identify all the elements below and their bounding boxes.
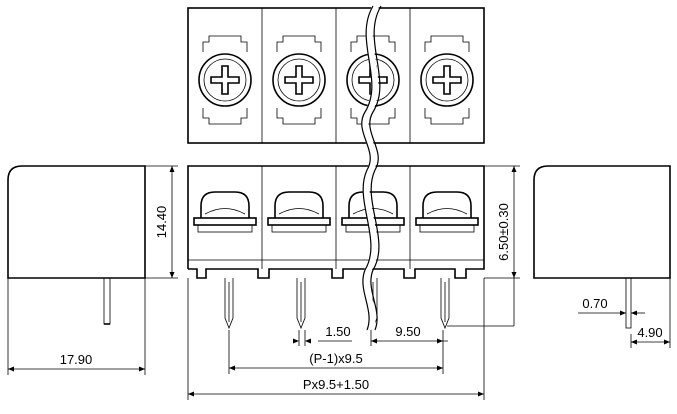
wire-clamp — [267, 191, 331, 233]
arrowhead — [188, 391, 194, 397]
arrowhead — [437, 338, 443, 344]
arrowhead — [371, 338, 377, 344]
dimension-arrows — [8, 166, 670, 397]
arrowhead — [305, 338, 311, 344]
slot-top-bracket — [276, 35, 322, 52]
screw-slot — [272, 35, 326, 125]
pin-outline — [224, 278, 234, 330]
slot-bottom-bracket — [350, 108, 396, 125]
screw-head-inner — [203, 58, 247, 102]
arrowhead — [169, 272, 175, 278]
clamp-arc — [204, 208, 246, 215]
clamp-top — [348, 191, 398, 218]
pin-outline — [440, 278, 450, 330]
screw-head-inner — [277, 58, 321, 102]
arrowhead — [620, 310, 626, 316]
solder-pin — [440, 278, 450, 330]
cross-slot-icon — [210, 65, 240, 95]
wire-clamp — [193, 191, 257, 233]
slot-top-bracket — [350, 35, 396, 52]
solder-pin — [224, 278, 234, 330]
screw-head-outer — [420, 53, 474, 107]
break-symbol — [361, 4, 382, 332]
screw-head-inner — [425, 58, 469, 102]
screw-head-outer — [198, 53, 252, 107]
screw-slot — [420, 35, 474, 125]
arrowhead — [8, 366, 14, 372]
clamp-lower-plate — [419, 224, 475, 233]
terminal-height-label: 6.50±0.30 — [496, 203, 511, 261]
arrowhead — [437, 365, 443, 371]
screw-slot — [198, 35, 252, 125]
clamp-plate — [267, 217, 331, 226]
arrowhead — [511, 166, 517, 172]
top-view — [187, 7, 485, 144]
arrowhead — [664, 339, 670, 345]
side-depth-label: 17.90 — [60, 352, 93, 367]
arrowhead — [293, 338, 299, 344]
left-side-body — [7, 165, 146, 279]
clamp-top — [422, 191, 472, 218]
cross-slot-icon — [284, 65, 314, 95]
arrowhead — [478, 391, 484, 397]
screw-head-outer — [272, 53, 326, 107]
arrowhead — [631, 310, 637, 316]
arrowhead — [631, 339, 637, 345]
clamp-lower-plate — [197, 224, 253, 233]
right-side-body — [533, 165, 671, 279]
slot-top-bracket — [424, 35, 470, 52]
right-side-pin — [625, 277, 632, 329]
solder-pin — [296, 278, 306, 330]
arrowhead — [169, 166, 175, 172]
slot-bottom-bracket — [424, 108, 470, 125]
clamp-lower-plate — [271, 224, 327, 233]
front-view-body — [187, 165, 485, 279]
dimension-labels: 14.40 17.90 6.50±0.30 1.50 9.50 (P-1)x9.… — [60, 203, 663, 392]
gap-label: 1.50 — [325, 324, 350, 339]
left-side-pin — [103, 277, 111, 325]
slot-bottom-bracket — [202, 108, 248, 125]
overall-length-label: Px9.5+1.50 — [303, 377, 369, 392]
front-view — [187, 165, 485, 330]
pin-span-label: (P-1)x9.5 — [309, 351, 362, 366]
clamp-plate — [193, 217, 257, 226]
pitch-label: 9.50 — [395, 324, 420, 339]
clamp-top — [274, 191, 324, 218]
body-height-label: 14.40 — [154, 206, 169, 239]
cross-slot-icon — [432, 65, 462, 95]
pin-outline — [296, 278, 306, 330]
pin-offset-label: 4.90 — [637, 325, 662, 340]
clamp-arc — [426, 208, 468, 215]
slot-top-bracket — [202, 35, 248, 52]
right-side-view — [533, 165, 671, 329]
arrowhead — [229, 365, 235, 371]
wire-clamp — [415, 191, 479, 233]
arrowhead — [139, 366, 145, 372]
arrowhead — [511, 272, 517, 278]
pin-width-label: 0.70 — [582, 296, 607, 311]
clamp-top — [200, 191, 250, 218]
clamp-plate — [415, 217, 479, 226]
slot-bottom-bracket — [276, 108, 322, 125]
left-side-view — [7, 165, 146, 325]
clamp-arc — [278, 208, 320, 215]
